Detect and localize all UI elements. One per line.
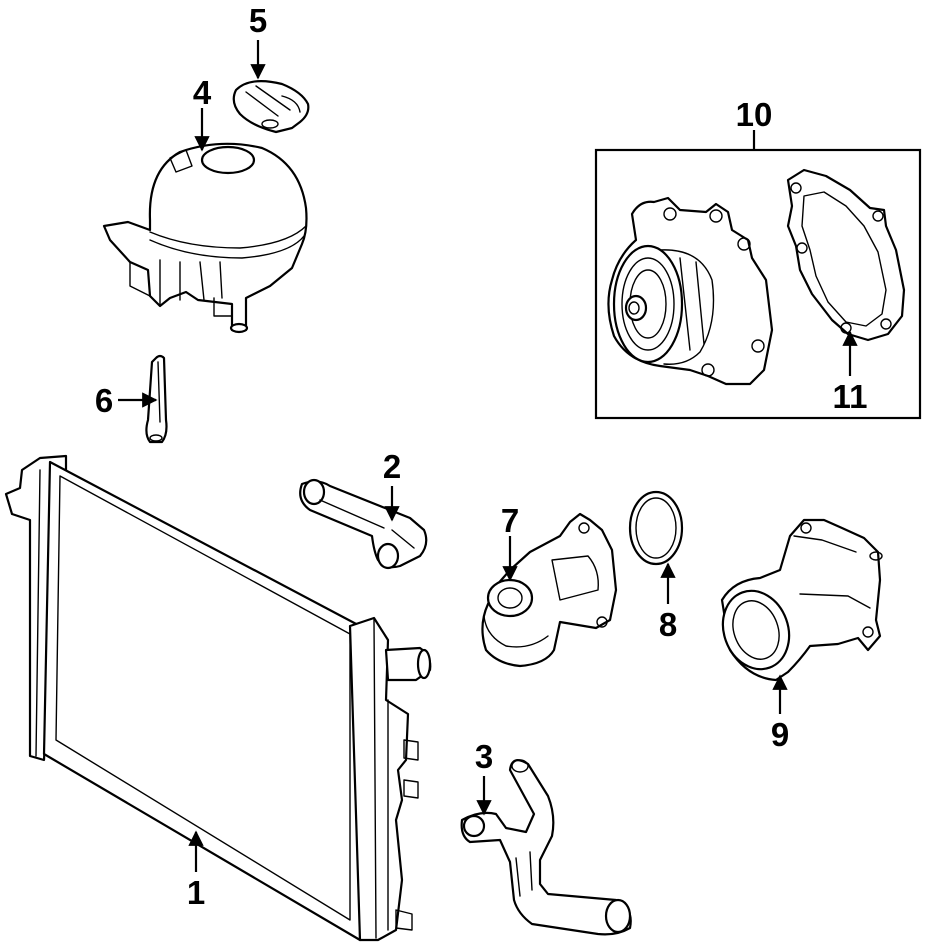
callout-labels: 1 2 3 4 5 6 7 8 9 10 11: [95, 2, 868, 911]
callout-8: 8: [659, 606, 677, 643]
callout-7: 7: [501, 502, 519, 539]
reservoir-cap-icon[interactable]: [232, 79, 310, 134]
callout-5: 5: [249, 2, 267, 39]
callout-6: 6: [95, 382, 113, 419]
reservoir-tank-icon[interactable]: [102, 142, 308, 334]
leader-arrows: [118, 40, 858, 872]
upper-hose-icon[interactable]: [299, 478, 428, 570]
radiator-icon[interactable]: [4, 454, 432, 942]
lower-hose-icon[interactable]: [460, 759, 632, 936]
callout-10: 10: [736, 96, 773, 133]
assembly-frame: [594, 148, 922, 420]
pump-gasket-icon[interactable]: [786, 168, 906, 342]
callout-11: 11: [833, 378, 868, 415]
callout-2: 2: [383, 448, 401, 485]
callout-3: 3: [475, 738, 493, 775]
o-ring-icon[interactable]: [628, 490, 684, 566]
water-outlet-housing-icon[interactable]: [712, 518, 883, 682]
callout-1: 1: [187, 874, 205, 911]
thermostat-housing-icon[interactable]: [481, 512, 618, 668]
callout-4: 4: [193, 74, 212, 111]
callout-9: 9: [771, 716, 789, 753]
water-pump-assembly-icon[interactable]: [594, 148, 922, 420]
